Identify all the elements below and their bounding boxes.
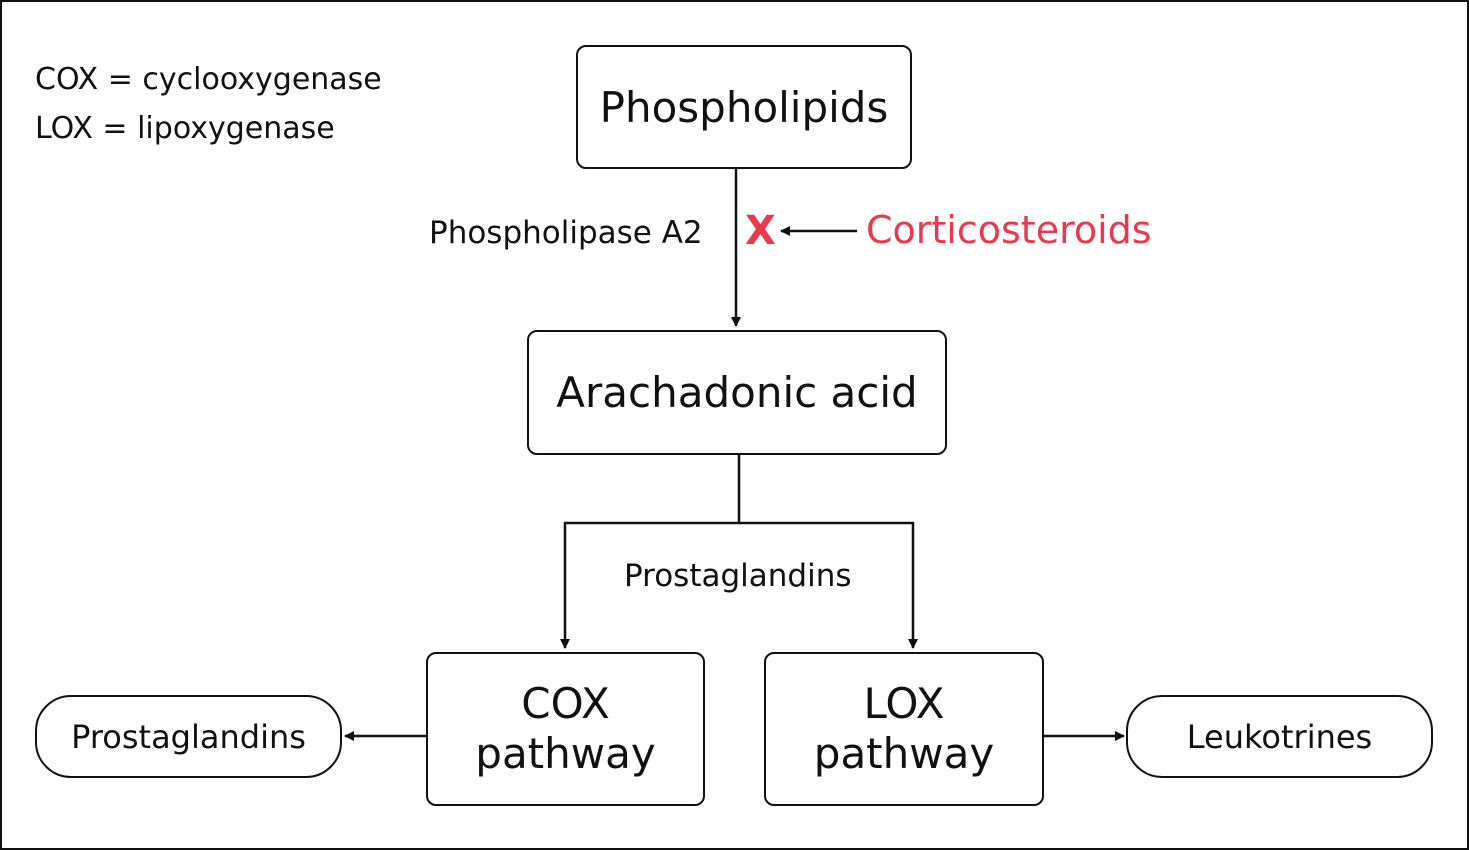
cox-pathway-node: COX pathway (426, 652, 705, 806)
lox-pathway-label-line2: pathway (813, 729, 995, 778)
arachidonic-acid-label: Arachadonic acid (556, 368, 918, 417)
legend-cox: COX = cyclooxygenase (35, 62, 382, 97)
prostaglandins-output-node: Prostaglandins (35, 695, 342, 778)
cox-pathway-label-line1: COX (521, 679, 610, 728)
phospholipase-a2-label: Phospholipase A2 (429, 215, 703, 251)
prostaglandins-branch-label: Prostaglandins (624, 558, 852, 594)
inhibition-x-mark: X (745, 208, 776, 254)
cox-pathway-label-line2: pathway (475, 729, 656, 778)
arachidonic-branch-connector (560, 455, 741, 649)
phospholipids-label: Phospholipids (599, 82, 889, 132)
lox-pathway-node: LOX pathway (764, 652, 1044, 806)
lox-pathway-label-line1: LOX (863, 679, 945, 728)
legend-lox: LOX = lipoxygenase (35, 111, 335, 146)
arachidonic-acid-node: Arachadonic acid (527, 330, 947, 455)
leukotrines-output-label: Leukotrines (1186, 717, 1373, 756)
prostaglandins-output-label: Prostaglandins (71, 717, 306, 756)
corticosteroids-label: Corticosteroids (866, 208, 1152, 252)
leukotrines-output-node: Leukotrines (1126, 695, 1433, 778)
phospholipids-node: Phospholipids (576, 45, 912, 169)
arachidonic-branch-connector-right (739, 521, 918, 649)
